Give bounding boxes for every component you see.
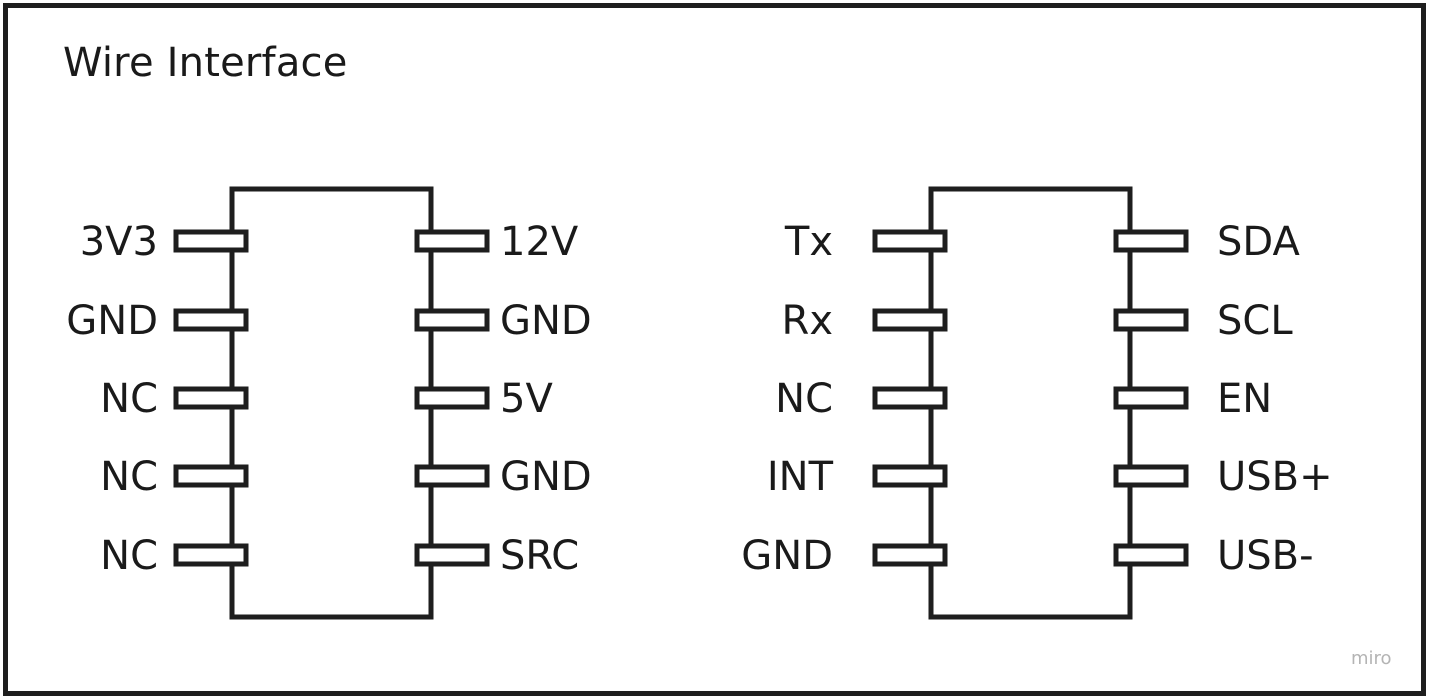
- pin-label-right: GND: [500, 454, 592, 500]
- pin-label-left: NC: [100, 454, 158, 500]
- connector-body: [928, 186, 1133, 620]
- pin-right: [414, 543, 490, 567]
- pin-right: [414, 229, 490, 253]
- pin-left: [173, 543, 249, 567]
- pin-label-left: Rx: [782, 298, 833, 344]
- pin-label-right: USB-: [1217, 533, 1314, 579]
- pin-left: [173, 229, 249, 253]
- pin-right: [1113, 464, 1189, 488]
- miro-watermark: miro: [1351, 648, 1392, 669]
- pin-left: [872, 229, 948, 253]
- pin-left: [872, 543, 948, 567]
- pin-right: [414, 386, 490, 410]
- pin-right: [414, 464, 490, 488]
- pin-label-right: SDA: [1217, 219, 1300, 265]
- pin-left: [872, 386, 948, 410]
- pin-label-right: SRC: [500, 533, 579, 579]
- pin-right: [1113, 308, 1189, 332]
- pin-label-right: GND: [500, 298, 592, 344]
- pin-label-left: NC: [100, 533, 158, 579]
- diagram-title: Wire Interface: [63, 40, 348, 86]
- pin-label-left: GND: [741, 533, 833, 579]
- pin-left: [173, 464, 249, 488]
- pin-label-left: Tx: [784, 219, 833, 265]
- pin-label-right: 12V: [500, 219, 579, 265]
- pin-right: [1113, 543, 1189, 567]
- pin-label-right: 5V: [500, 376, 553, 422]
- pin-left: [872, 464, 948, 488]
- pin-left: [173, 308, 249, 332]
- connector-body: [229, 186, 434, 620]
- pin-right: [1113, 229, 1189, 253]
- pin-label-right: USB+: [1217, 454, 1333, 500]
- pin-label-left: NC: [100, 376, 158, 422]
- pin-label-left: 3V3: [80, 219, 158, 265]
- pin-label-right: SCL: [1217, 298, 1293, 344]
- pin-right: [414, 308, 490, 332]
- pin-label-left: GND: [66, 298, 158, 344]
- pin-left: [872, 308, 948, 332]
- pin-right: [1113, 386, 1189, 410]
- pin-label-left: INT: [767, 454, 834, 500]
- pin-left: [173, 386, 249, 410]
- pin-label-left: NC: [775, 376, 833, 422]
- pin-label-right: EN: [1217, 376, 1272, 422]
